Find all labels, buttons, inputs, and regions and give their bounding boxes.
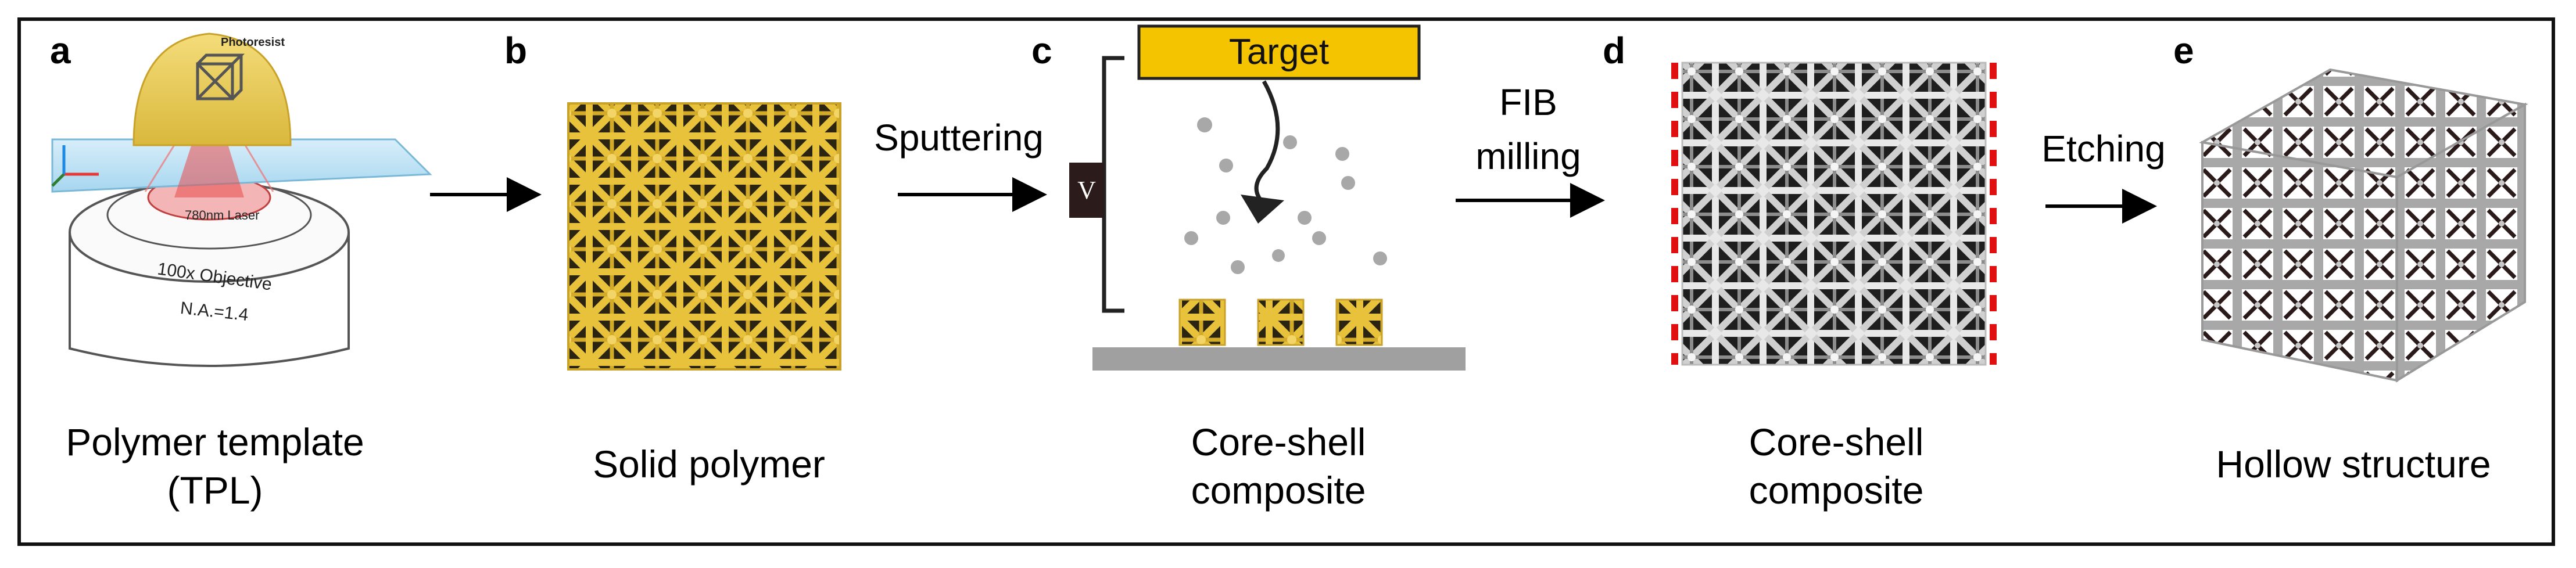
step-etching: Etching xyxy=(2041,128,2166,170)
caption-a: Polymer template (TPL) xyxy=(23,418,407,514)
panel-label-e: e xyxy=(2173,30,2194,71)
step-fib-line2: milling xyxy=(1475,135,1581,177)
substrate xyxy=(1092,347,1466,371)
step-sputtering: Sputtering xyxy=(874,117,1044,159)
panel-label-d: d xyxy=(1603,30,1626,71)
sputter-chamber-icon xyxy=(1069,24,1466,371)
small-lattice xyxy=(1335,299,1383,346)
caption-a-line1: Polymer template xyxy=(66,420,364,463)
lattice-icon xyxy=(196,53,245,100)
panel-label-c: c xyxy=(1031,30,1052,71)
caption-c: Core-shell composite xyxy=(1092,418,1464,514)
figure-frame xyxy=(17,17,2555,546)
caption-d-line2: composite xyxy=(1749,468,1924,512)
step-fib-line1: FIB xyxy=(1499,81,1557,123)
caption-b: Solid polymer xyxy=(593,443,825,486)
caption-d-line1: Core-shell xyxy=(1749,420,1924,463)
solid-polymer-lattice xyxy=(567,102,841,371)
voltage-box xyxy=(1069,163,1104,218)
caption-d: Core-shell composite xyxy=(1645,418,2028,514)
laser-label: 780nm Laser xyxy=(185,208,260,222)
small-lattice xyxy=(1178,299,1226,346)
target-label: Target xyxy=(1228,32,1330,72)
panel-label-a: a xyxy=(50,30,71,71)
glass-slide xyxy=(51,138,432,193)
photoresist-label: Photoresist xyxy=(221,36,285,49)
caption-c-line2: composite xyxy=(1191,468,1366,512)
target-box xyxy=(1137,24,1421,80)
core-shell-lattice xyxy=(1681,62,1987,366)
caption-c-line1: Core-shell xyxy=(1191,420,1366,463)
panel-a-illustration xyxy=(51,33,432,367)
objective-lens-icon xyxy=(69,174,350,367)
voltage-label: V xyxy=(1077,176,1096,204)
photoresist-dome xyxy=(132,33,292,146)
caption-a-line2: (TPL) xyxy=(167,468,263,512)
caption-e: Hollow structure xyxy=(2216,443,2491,486)
panel-label-b: b xyxy=(504,30,528,71)
axis-icon xyxy=(51,145,99,187)
hollow-lattice xyxy=(2199,68,2528,383)
sputter-particles xyxy=(1184,117,1387,274)
small-lattice xyxy=(1257,299,1305,346)
